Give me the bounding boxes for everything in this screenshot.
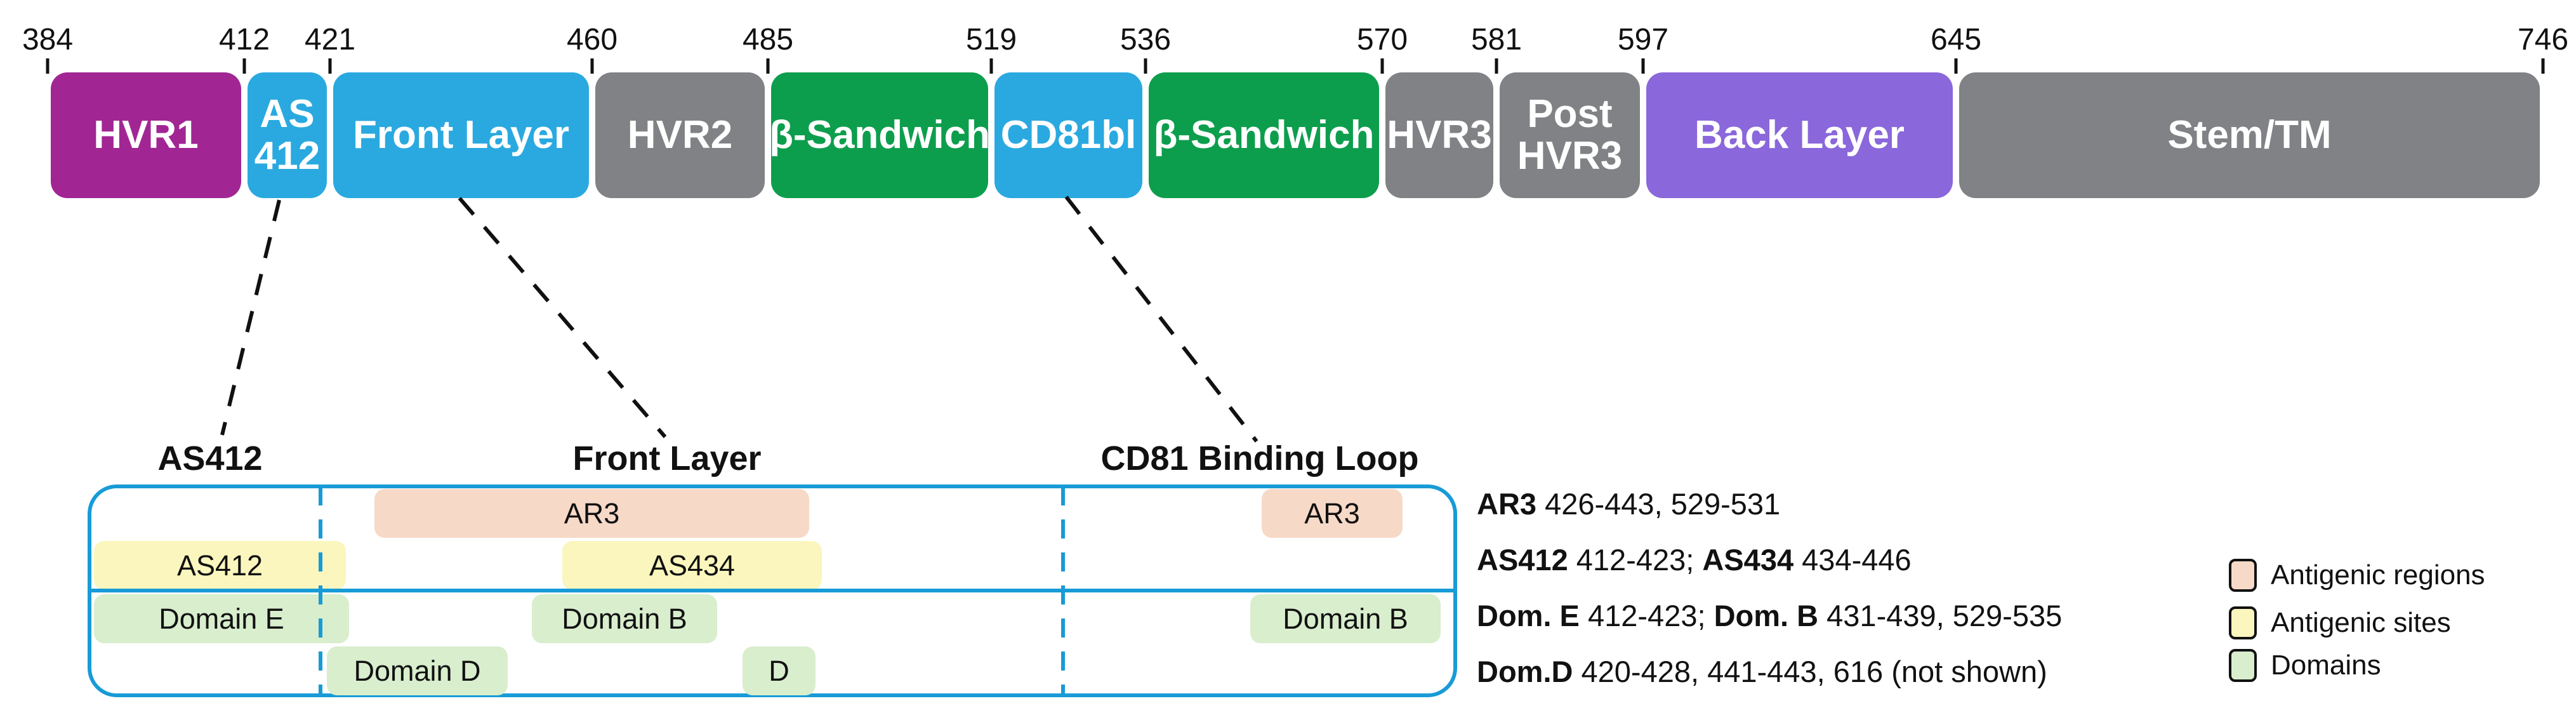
segment-front-layer: Front Layer bbox=[333, 72, 589, 198]
feature-bar-domain-d: Domain D bbox=[327, 646, 508, 695]
detail-divider-line bbox=[88, 589, 1457, 592]
annotation-line-2: AS412 412-423; AS434 434-446 bbox=[1477, 544, 1912, 577]
legend-row-antigenic-regions: Antigenic regions bbox=[2229, 558, 2485, 592]
residue-tick-label-384: 384 bbox=[22, 23, 74, 57]
residue-tick-mark-412 bbox=[242, 58, 246, 74]
segment-label: Back Layer bbox=[1694, 113, 1905, 157]
legend-row-antigenic-sites: Antigenic sites bbox=[2229, 606, 2451, 640]
residue-tick-mark-645 bbox=[1954, 58, 1958, 74]
annotation-range: 434-446 bbox=[1793, 543, 1912, 577]
segment-label: AS bbox=[260, 92, 315, 137]
legend-label: Antigenic sites bbox=[2271, 607, 2451, 638]
segment-label: HVR3 bbox=[1517, 134, 1623, 178]
segment-hvr3: HVR3 bbox=[1385, 72, 1493, 198]
residue-tick-label-581: 581 bbox=[1470, 23, 1522, 57]
residue-tick-label-485: 485 bbox=[742, 23, 794, 57]
legend-row-domains: Domains bbox=[2229, 648, 2381, 683]
residue-tick-label-412: 412 bbox=[218, 23, 270, 57]
annotation-line-1: AR3 426-443, 529-531 bbox=[1477, 488, 1780, 521]
annotation-term: AR3 bbox=[1477, 487, 1537, 521]
residue-tick-label-597: 597 bbox=[1617, 23, 1669, 57]
annotation-range: 420-428, 441-443, 616 (not shown) bbox=[1573, 655, 2047, 688]
feature-bar-domain-e: Domain E bbox=[94, 594, 349, 643]
feature-bar-as434: AS434 bbox=[562, 541, 822, 590]
feature-bar-d: D bbox=[743, 646, 816, 695]
annotation-range: 412-423; bbox=[1568, 543, 1703, 577]
residue-tick-label-536: 536 bbox=[1120, 23, 1172, 57]
residue-tick-mark-581 bbox=[1495, 58, 1498, 74]
zoom-connector-line-1 bbox=[220, 199, 281, 436]
annotation-line-4: Dom.D 420-428, 441-443, 616 (not shown) bbox=[1477, 655, 2047, 688]
segment-label: CD81bl bbox=[1000, 113, 1137, 157]
antigenic-sites-swatch bbox=[2229, 606, 2257, 639]
segment-label: Front Layer bbox=[352, 113, 570, 157]
feature-bar-domain-b: Domain B bbox=[1250, 594, 1441, 643]
segment-cd81bl: CD81bl bbox=[994, 72, 1142, 198]
annotation-term: AS434 bbox=[1702, 543, 1794, 577]
residue-tick-mark-570 bbox=[1380, 58, 1384, 74]
segment-b-sandwich-1: β-Sandwich bbox=[769, 72, 990, 198]
residue-tick-label-460: 460 bbox=[566, 23, 618, 57]
residue-tick-mark-536 bbox=[1144, 58, 1147, 74]
legend-label: Antigenic regions bbox=[2271, 559, 2485, 591]
annotation-range: 412-423; bbox=[1579, 599, 1714, 632]
annotation-term: AS412 bbox=[1477, 543, 1568, 577]
feature-bar-ar3: AR3 bbox=[1262, 489, 1403, 538]
domains-swatch bbox=[2229, 649, 2257, 682]
annotation-term: Dom.D bbox=[1477, 655, 1573, 688]
residue-tick-mark-460 bbox=[590, 58, 594, 74]
residue-tick-mark-384 bbox=[46, 58, 50, 74]
feature-bar-ar3: AR3 bbox=[374, 489, 809, 538]
annotation-range: 431-439, 529-535 bbox=[1818, 599, 2063, 632]
residue-tick-label-746: 746 bbox=[2517, 23, 2569, 57]
feature-bar-domain-b: Domain B bbox=[532, 594, 717, 643]
residue-tick-mark-597 bbox=[1641, 58, 1645, 74]
segment-back-layer: Back Layer bbox=[1646, 72, 1953, 198]
zoom-connector-line-3 bbox=[1064, 196, 1258, 443]
residue-tick-label-645: 645 bbox=[1930, 23, 1982, 57]
detail-header-as412: AS412 bbox=[157, 439, 263, 478]
segment-label: β-Sandwich bbox=[1153, 113, 1375, 157]
detail-header-front-layer: Front Layer bbox=[572, 439, 762, 478]
segment-label: 412 bbox=[254, 134, 320, 178]
segment-hvr2: HVR2 bbox=[595, 72, 765, 198]
zoom-connector-line-2 bbox=[458, 197, 667, 438]
feature-bar-as412: AS412 bbox=[94, 541, 346, 590]
antigenic-regions-swatch bbox=[2229, 559, 2257, 592]
residue-tick-label-519: 519 bbox=[965, 23, 1017, 57]
annotation-term: Dom. E bbox=[1477, 599, 1580, 632]
annotation-range: 426-443, 529-531 bbox=[1536, 487, 1781, 521]
residue-tick-mark-421 bbox=[328, 58, 332, 74]
segment-label: Stem/TM bbox=[2167, 113, 2332, 157]
residue-tick-mark-746 bbox=[2541, 58, 2545, 74]
annotation-line-3: Dom. E 412-423; Dom. B 431-439, 529-535 bbox=[1477, 599, 2062, 632]
segment-b-sandwich-2: β-Sandwich bbox=[1149, 72, 1379, 198]
residue-tick-label-570: 570 bbox=[1356, 23, 1408, 57]
segment-stem-tm: Stem/TM bbox=[1959, 72, 2540, 198]
residue-tick-mark-485 bbox=[766, 58, 770, 74]
legend-label: Domains bbox=[2271, 650, 2381, 681]
segment-label: HVR3 bbox=[1387, 113, 1492, 157]
residue-tick-mark-519 bbox=[989, 58, 993, 74]
segment-label: Post bbox=[1527, 92, 1613, 137]
segment-label: HVR1 bbox=[93, 113, 199, 157]
segment-hvr1: HVR1 bbox=[51, 72, 241, 198]
annotation-term: Dom. B bbox=[1714, 599, 1819, 632]
detail-header-cd81-binding-loop: CD81 Binding Loop bbox=[1100, 439, 1419, 478]
segment-label: β-Sandwich bbox=[769, 113, 990, 157]
residue-tick-label-421: 421 bbox=[304, 23, 356, 57]
segment-label: HVR2 bbox=[627, 113, 733, 157]
